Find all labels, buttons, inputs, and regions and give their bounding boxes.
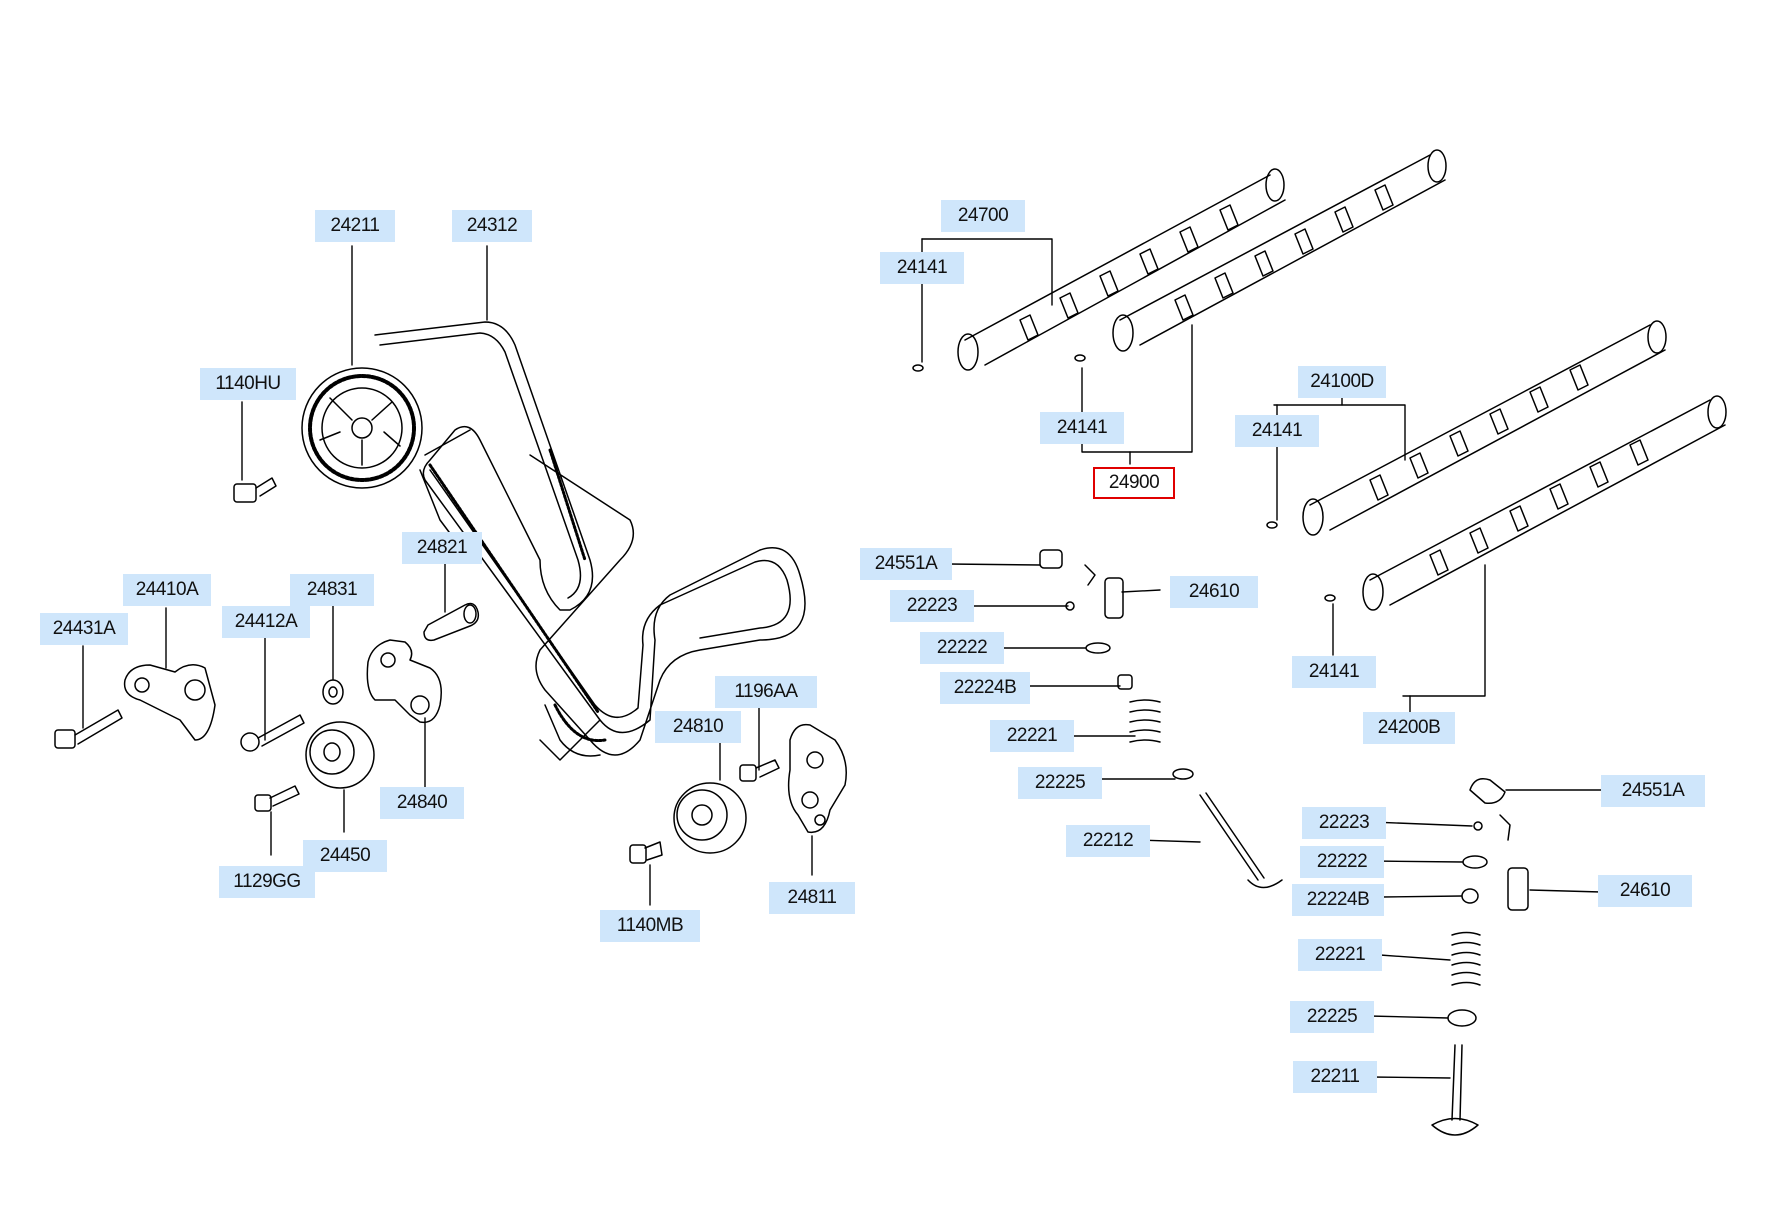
part-label-24431A[interactable]: 24431A xyxy=(40,613,128,645)
part-label-22224B-left[interactable]: 22224B xyxy=(940,672,1030,704)
part-label-24840[interactable]: 24840 xyxy=(380,787,464,819)
part-label-24211[interactable]: 24211 xyxy=(315,210,395,242)
part-label-22223-right[interactable]: 22223 xyxy=(1302,807,1386,839)
part-label-24141-c[interactable]: 24141 xyxy=(1235,415,1319,447)
part-label-22222-right[interactable]: 22222 xyxy=(1300,846,1384,878)
camshaft-24100D xyxy=(1302,320,1667,536)
part-label-24900-selected[interactable]: 24900 xyxy=(1093,467,1175,499)
valve-train-right xyxy=(1431,778,1529,1136)
part-label-1140MB[interactable]: 1140MB xyxy=(600,910,700,942)
part-label-24450[interactable]: 24450 xyxy=(303,840,387,872)
part-label-1129GG[interactable]: 1129GG xyxy=(219,866,315,898)
part-label-24831[interactable]: 24831 xyxy=(290,574,374,606)
bolt-24431A xyxy=(54,709,123,749)
bolt-24412A xyxy=(240,714,305,752)
part-label-22212[interactable]: 22212 xyxy=(1066,825,1150,857)
camshaft-24200B xyxy=(1362,395,1727,611)
part-label-1140HU[interactable]: 1140HU xyxy=(200,368,296,400)
part-label-24312[interactable]: 24312 xyxy=(452,210,532,242)
part-label-22221-right[interactable]: 22221 xyxy=(1298,939,1382,971)
part-label-24551A-left[interactable]: 24551A xyxy=(860,548,952,580)
bolt-1129GG xyxy=(254,785,300,812)
part-label-24700[interactable]: 24700 xyxy=(941,200,1025,232)
tensioner-arm xyxy=(123,664,216,741)
part-label-1196AA[interactable]: 1196AA xyxy=(715,676,817,708)
part-label-24141-d[interactable]: 24141 xyxy=(1292,656,1376,688)
cam-sprocket xyxy=(301,367,423,489)
part-label-22221-left[interactable]: 22221 xyxy=(990,720,1074,752)
part-label-22211[interactable]: 22211 xyxy=(1293,1061,1377,1093)
washer-24831 xyxy=(322,679,344,705)
part-label-22225-left[interactable]: 22225 xyxy=(1018,767,1102,799)
part-label-22222-left[interactable]: 22222 xyxy=(920,632,1004,664)
part-label-24412A[interactable]: 24412A xyxy=(222,606,310,638)
idler-pulley-24450 xyxy=(305,721,375,789)
part-label-24141-a[interactable]: 24141 xyxy=(880,252,964,284)
idler-pulley-24810 xyxy=(673,782,747,854)
part-label-24551A-right[interactable]: 24551A xyxy=(1601,775,1705,807)
part-label-24810[interactable]: 24810 xyxy=(655,711,741,743)
bracket-24811 xyxy=(787,723,847,834)
bolt-1140MB xyxy=(629,841,663,864)
part-label-24610-right[interactable]: 24610 xyxy=(1598,875,1692,907)
pin-24821 xyxy=(423,602,480,642)
part-label-22225-right[interactable]: 22225 xyxy=(1290,1001,1374,1033)
part-label-24141-b[interactable]: 24141 xyxy=(1040,412,1124,444)
part-label-22224B-right[interactable]: 22224B xyxy=(1292,884,1384,916)
tensioner-bracket-24840 xyxy=(366,639,442,724)
part-label-24100D[interactable]: 24100D xyxy=(1298,366,1386,398)
part-label-24610-left[interactable]: 24610 xyxy=(1170,576,1258,608)
bolt-1140HU xyxy=(233,477,277,503)
part-label-24410A[interactable]: 24410A xyxy=(123,574,211,606)
timing-belt xyxy=(374,321,806,761)
part-label-24821[interactable]: 24821 xyxy=(402,532,482,564)
camshaft-24900 xyxy=(1112,149,1447,352)
bolt-1196AA xyxy=(739,759,780,782)
part-label-22223-left[interactable]: 22223 xyxy=(890,590,974,622)
part-label-24811[interactable]: 24811 xyxy=(769,882,855,914)
part-label-24200B[interactable]: 24200B xyxy=(1363,712,1455,744)
camshaft-24700 xyxy=(957,168,1286,371)
